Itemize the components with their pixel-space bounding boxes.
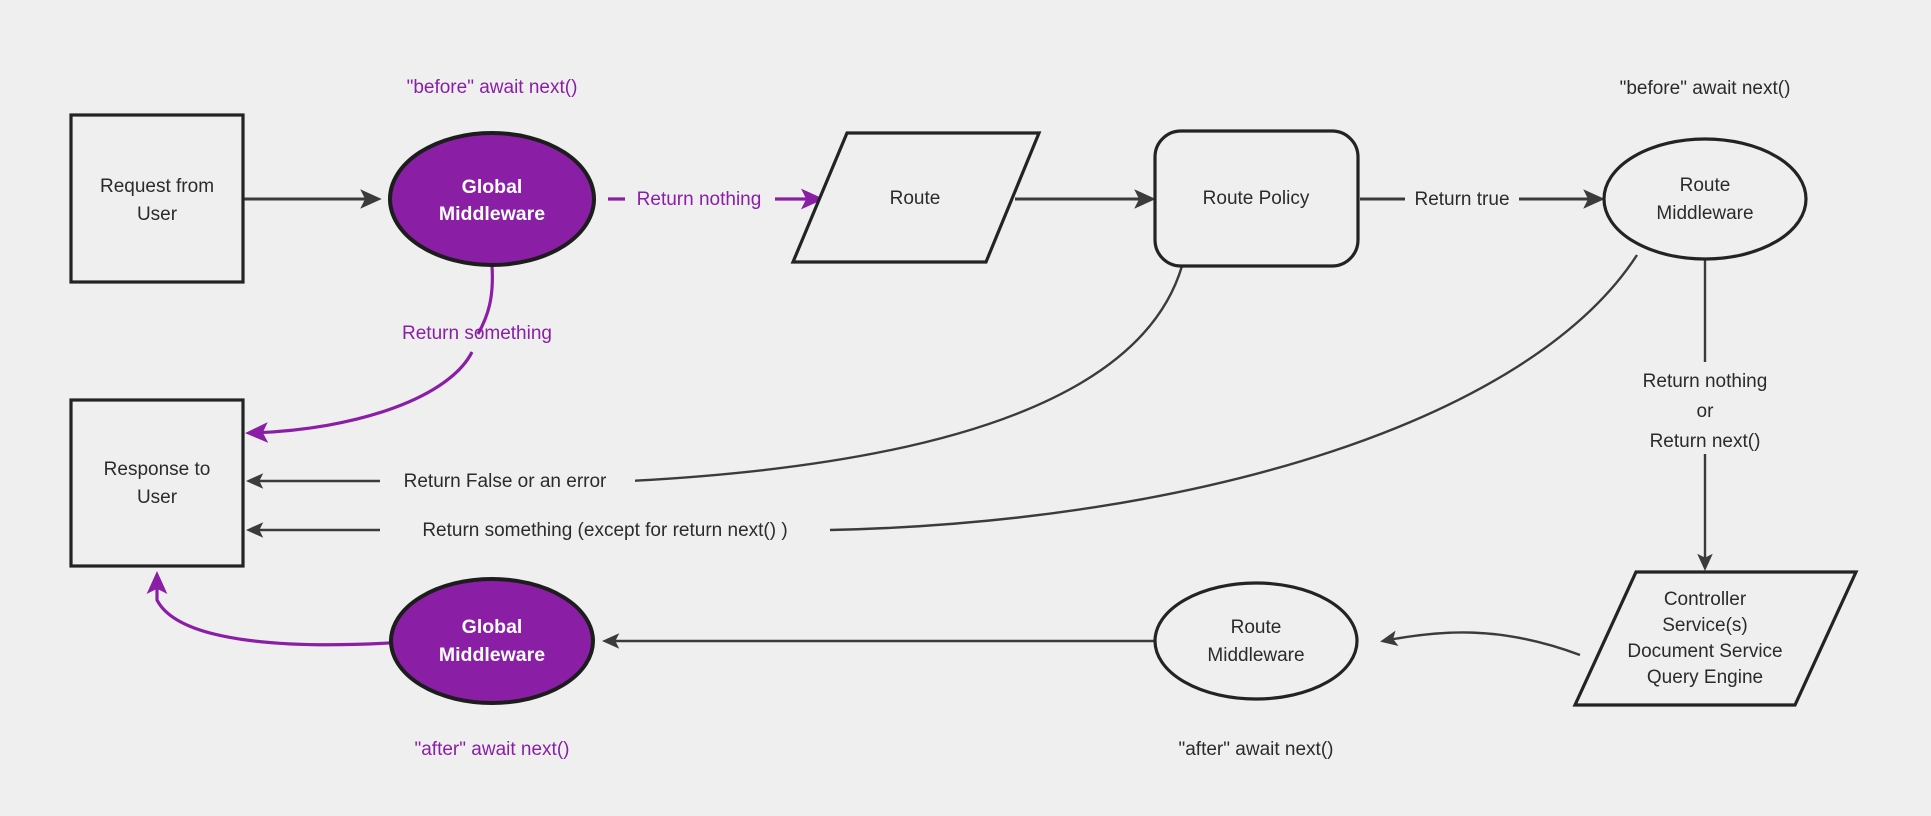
node-ellipse [1153, 581, 1359, 701]
edge-global-middleware-bottom-to-response [146, 571, 421, 647]
edge-curve [1380, 630, 1581, 657]
edge-curve [629, 265, 1184, 483]
node-route-middleware-bottom[interactable]: Route Middleware [1153, 581, 1359, 701]
node-global-middleware-top[interactable]: Global Middleware [388, 131, 596, 267]
edge-label-return-next: Return next() [1650, 431, 1761, 452]
edge-label-backdrop [380, 515, 830, 545]
edge-controller-to-route-middleware-bottom [1380, 630, 1581, 657]
node-label-line2: Middleware [439, 203, 545, 225]
node-label-line1: Route [1231, 617, 1282, 638]
node-label-line2: User [137, 204, 178, 225]
edge-curve-lower [245, 351, 474, 443]
node-ellipse [388, 131, 596, 267]
node-ellipse [389, 577, 595, 705]
node-controller-services[interactable]: Controller Service(s) Document Service Q… [1572, 570, 1859, 707]
edge-label-return-something-except: Return something (except for return next… [422, 520, 787, 541]
node-ellipse [1602, 137, 1808, 261]
node-route[interactable]: Route [790, 131, 1042, 264]
edge-global-middleware-to-route: Return nothing [608, 188, 824, 210]
edge-route-policy-to-response: Return False or an error [246, 265, 1184, 496]
edge-curve [829, 254, 1639, 532]
node-label-line1: Controller [1664, 589, 1747, 610]
edge-route-policy-to-route-middleware: Return true [1360, 189, 1605, 210]
annotation-after-await-next-global: "after" await next() [415, 739, 570, 760]
node-label-line4: Query Engine [1647, 667, 1763, 688]
edge-route-middleware-to-response: Return something (except for return next… [246, 254, 1639, 545]
edge-label-return-nothing-1: Return nothing [1643, 371, 1768, 392]
node-label-line1: Global [462, 176, 523, 198]
node-global-middleware-bottom[interactable]: Global Middleware [389, 577, 595, 705]
node-label-line1: Request from [100, 176, 214, 197]
edge-route-middleware-to-controller: Return nothing or Return next() [1643, 258, 1768, 571]
annotation-after-await-next-route: "after" await next() [1179, 739, 1334, 760]
edge-curve-upper [476, 265, 494, 335]
edge-label-return-nothing-or: or [1697, 401, 1715, 422]
edge-global-middleware-top-to-response: Return something [245, 265, 552, 443]
node-label-line2: Middleware [439, 644, 545, 666]
node-label-line1: Response to [104, 459, 211, 480]
node-label-line2: User [137, 487, 178, 508]
node-rounded-rectangle [1153, 129, 1360, 268]
node-label-line2: Service(s) [1662, 615, 1748, 636]
edge-label-return-nothing: Return nothing [637, 189, 762, 210]
node-label-line1: Route [890, 188, 941, 209]
annotation-before-await-next-route: "before" await next() [1620, 78, 1791, 99]
edge-label-return-false-or-error: Return False or an error [404, 471, 607, 492]
edge-label-backdrop [380, 466, 635, 496]
edge-label-return-true: Return true [1414, 189, 1509, 210]
node-parallelogram [1572, 570, 1859, 707]
node-label-line1: Route Policy [1203, 188, 1310, 209]
node-parallelogram [790, 131, 1042, 264]
node-route-policy[interactable]: Route Policy [1153, 129, 1360, 268]
node-rectangle [69, 113, 245, 284]
node-label-line1: Global [462, 616, 523, 638]
edge-label-return-something: Return something [402, 323, 552, 344]
node-response-to-user[interactable]: Response to User [69, 398, 245, 568]
node-rectangle [69, 398, 245, 568]
annotation-before-await-next-global: "before" await next() [407, 77, 578, 98]
node-request-from-user[interactable]: Request from User [69, 113, 245, 284]
node-label-line1: Route [1680, 175, 1731, 196]
edge-curve [146, 571, 421, 647]
node-route-middleware-top[interactable]: Route Middleware [1602, 137, 1808, 261]
node-label-line2: Middleware [1656, 203, 1753, 224]
node-label-line3: Document Service [1627, 641, 1782, 662]
node-label-line2: Middleware [1207, 645, 1304, 666]
